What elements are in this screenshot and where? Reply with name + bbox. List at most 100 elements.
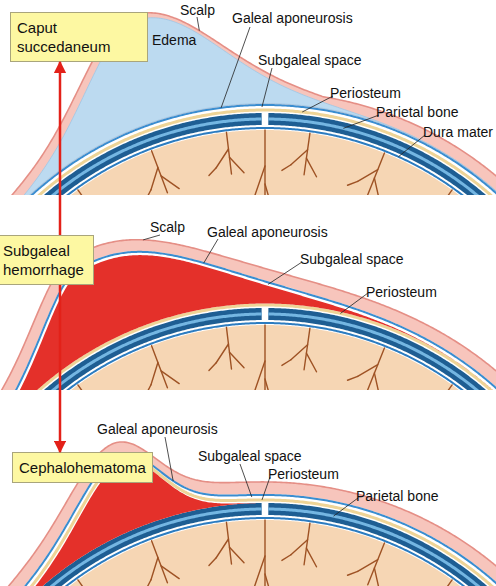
brain-vessel bbox=[216, 344, 228, 363]
box-label: Subgaleal hemorrhage bbox=[3, 241, 87, 279]
brain-vessel bbox=[282, 555, 291, 561]
direction-arrow bbox=[59, 62, 62, 235]
leader-lines bbox=[143, 17, 425, 516]
brain-vessel bbox=[229, 547, 244, 562]
leader-line bbox=[240, 464, 252, 497]
brain-vessel bbox=[78, 385, 101, 390]
brain-vessel bbox=[226, 522, 231, 564]
scalp-layer bbox=[0, 13, 496, 195]
skin-surface bbox=[0, 240, 496, 390]
brain-vessel bbox=[429, 580, 452, 586]
leader-line bbox=[398, 135, 425, 157]
brain-vessel bbox=[265, 184, 275, 195]
brain-vessel bbox=[429, 385, 452, 390]
brain-vessel bbox=[152, 541, 168, 583]
brain-vessel bbox=[304, 133, 310, 175]
leader-line bbox=[143, 235, 160, 240]
brain-vessel bbox=[226, 327, 231, 369]
brain-vessel bbox=[209, 363, 216, 371]
leader-line bbox=[340, 293, 368, 313]
brain-vessel bbox=[229, 352, 244, 367]
brain-vessel bbox=[226, 132, 231, 174]
part-label: Edema bbox=[152, 32, 196, 48]
brain-vessel bbox=[348, 571, 358, 575]
brain-vessel bbox=[291, 345, 308, 360]
part-label: Periosteum bbox=[366, 284, 437, 300]
part-label: Galeal aponeurosis bbox=[97, 421, 218, 437]
part-label: Subgaleal space bbox=[258, 52, 362, 68]
leader-line bbox=[197, 17, 199, 31]
brain-vessel bbox=[146, 385, 151, 390]
brain-vessel bbox=[348, 181, 358, 185]
brain-vessel bbox=[304, 523, 310, 565]
label-box: Cephalohematoma bbox=[12, 452, 153, 483]
edema-fluid bbox=[0, 18, 496, 195]
brain-vessel bbox=[348, 376, 358, 380]
skin-surface bbox=[0, 13, 496, 195]
brain-vessel bbox=[253, 556, 265, 586]
leader-line bbox=[334, 498, 358, 516]
brain-vessel bbox=[265, 574, 275, 586]
scalp-layer bbox=[0, 240, 496, 390]
part-label: Scalp bbox=[180, 2, 215, 18]
brain-vessel bbox=[265, 379, 275, 390]
part-label: Scalp bbox=[150, 219, 185, 235]
part-label: Parietal bone bbox=[376, 104, 459, 120]
brain-vessel bbox=[253, 361, 265, 390]
brain-vessel bbox=[216, 539, 228, 558]
head-panel bbox=[0, 240, 496, 390]
skin-surface bbox=[0, 442, 496, 586]
direction-arrow bbox=[59, 285, 62, 452]
label-box: Caput succedaneum bbox=[10, 12, 148, 62]
brain-vessel bbox=[209, 168, 216, 176]
brain-vessel bbox=[306, 353, 316, 372]
part-label: Galeal aponeurosis bbox=[207, 224, 328, 240]
brain-vessel bbox=[374, 568, 379, 586]
brain-vessel bbox=[216, 149, 228, 168]
brain-vessel bbox=[306, 158, 316, 177]
scalp-layer bbox=[0, 442, 496, 586]
brain-vessel bbox=[152, 346, 168, 388]
brain-vessel bbox=[161, 566, 179, 579]
part-label: Subgaleal space bbox=[300, 251, 404, 267]
brain-vessel bbox=[253, 166, 265, 195]
brain-vessel bbox=[146, 580, 151, 586]
brain-vessel bbox=[78, 190, 101, 195]
brain-vessel bbox=[209, 558, 216, 566]
brain-vessel bbox=[304, 328, 310, 370]
leader-line bbox=[262, 68, 272, 107]
brain-vessel bbox=[229, 157, 244, 172]
brain-vessel bbox=[151, 557, 158, 579]
head-panel bbox=[0, 442, 496, 586]
leader-line bbox=[343, 115, 379, 128]
leader-line bbox=[302, 96, 333, 112]
part-label: Periosteum bbox=[330, 85, 401, 101]
part-label: Parietal bone bbox=[356, 488, 439, 504]
part-label: Galeal aponeurosis bbox=[232, 10, 353, 26]
galea-layer bbox=[0, 105, 496, 195]
brain-vessel bbox=[374, 373, 379, 390]
part-label: Dura mater bbox=[423, 124, 493, 140]
brain-vessel bbox=[282, 360, 291, 366]
leader-line bbox=[165, 437, 173, 481]
brain-vessel bbox=[78, 580, 101, 586]
leader-line bbox=[204, 239, 218, 263]
brain-vessel bbox=[146, 190, 151, 195]
brain-vessel bbox=[306, 548, 316, 567]
leader-line bbox=[268, 262, 302, 284]
leader-line bbox=[221, 27, 250, 108]
brain-vessel bbox=[151, 167, 158, 189]
brain-vessel bbox=[151, 362, 158, 384]
galea-layer bbox=[0, 454, 496, 586]
brain-vessel bbox=[282, 165, 291, 171]
brain-vessel bbox=[291, 150, 308, 165]
box-label: Caput succedaneum bbox=[17, 18, 141, 56]
brain-vessel bbox=[161, 371, 179, 384]
tissue-layers bbox=[0, 13, 496, 586]
brain-vessel bbox=[374, 178, 379, 195]
part-label: Periosteum bbox=[268, 466, 339, 482]
brain-vessel bbox=[161, 176, 179, 189]
